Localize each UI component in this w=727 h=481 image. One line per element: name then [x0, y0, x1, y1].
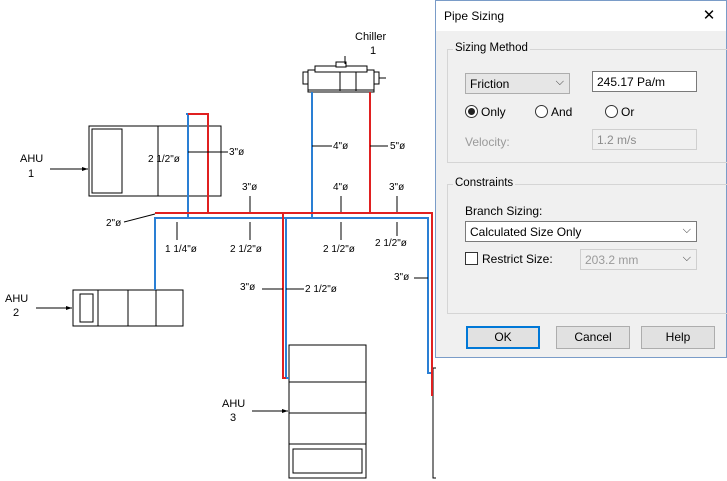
pipe-label: 3"ø [240, 282, 255, 293]
branch-sizing-combo[interactable]: Calculated Size Only ⌵ [465, 221, 697, 242]
sizing-method-combo[interactable]: Friction ⌵ [465, 73, 570, 94]
sizing-method-value: Friction [470, 77, 510, 91]
restrict-size-checkbox[interactable]: Restrict Size: [465, 251, 553, 267]
restrict-size-label: Restrict Size: [482, 252, 553, 266]
radio-or[interactable]: Or [605, 104, 634, 120]
radio-only[interactable]: Only [465, 104, 506, 120]
chiller-unit[interactable] [302, 61, 386, 93]
ahu-2-label: AHU [5, 293, 28, 305]
close-icon[interactable]: ✕ [702, 7, 716, 24]
chevron-down-icon: ⌵ [555, 76, 564, 88]
pipe-sizing-dialog: Pipe Sizing ✕ Sizing Method Friction ⌵ 2… [435, 0, 727, 358]
radio-or-label: Or [621, 105, 635, 119]
ahu-3-unit[interactable] [288, 344, 367, 479]
branch-sizing-label: Branch Sizing: [465, 204, 543, 218]
ahu-2-unit[interactable] [72, 289, 184, 327]
velocity-label: Velocity: [465, 135, 510, 149]
pipe-label: 4"ø [333, 141, 348, 152]
chevron-down-icon: ⌵ [682, 224, 691, 236]
ahu-3-label: AHU [222, 398, 245, 410]
pipe-label: 3"ø [394, 272, 409, 283]
ahu-1-unit[interactable] [88, 125, 222, 197]
pipe-label: 2 1/2"ø [148, 154, 180, 165]
radio-icon [605, 105, 618, 118]
sizing-method-group [447, 49, 727, 163]
restrict-size-combo[interactable]: 203.2 mm ⌵ [580, 249, 697, 270]
return-pipes [154, 92, 433, 378]
constraints-label: Constraints [453, 177, 516, 189]
pipe-label: 5"ø [390, 141, 405, 152]
ahu-2-number: 2 [13, 307, 19, 319]
pipe-label: 4"ø [333, 182, 348, 193]
checkbox-icon [465, 252, 478, 265]
dialog-titlebar[interactable]: Pipe Sizing ✕ [436, 1, 726, 31]
sizing-method-label: Sizing Method [453, 42, 530, 54]
restrict-size-value: 203.2 mm [585, 253, 639, 267]
pipe-label: 1 1/4"ø [165, 244, 197, 255]
chevron-down-icon: ⌵ [682, 252, 691, 264]
pipe-label: 3"ø [242, 182, 257, 193]
branch-sizing-value: Calculated Size Only [470, 225, 582, 239]
pipe-label: 3"ø [389, 182, 404, 193]
pipe-label: 2 1/2"ø [230, 244, 262, 255]
cancel-button[interactable]: Cancel [556, 326, 630, 349]
hvac-drawing: Chiller 1 AHU 1 AHU 2 AHU 3 [5, 31, 436, 479]
ahu-1-number: 1 [28, 168, 34, 180]
pipe-label: 2 1/2"ø [323, 244, 355, 255]
chiller-number: 1 [370, 45, 376, 57]
ahu-4-unit[interactable] [432, 367, 436, 479]
radio-and-label: And [551, 105, 573, 119]
pipe-label: 3"ø [229, 147, 244, 158]
radio-icon [535, 105, 548, 118]
radio-and[interactable]: And [535, 104, 572, 120]
ok-button[interactable]: OK [466, 326, 540, 349]
radio-selected-icon [465, 105, 478, 118]
friction-value-input[interactable]: 245.17 Pa/m [592, 71, 697, 92]
ahu-1-label: AHU [20, 153, 43, 165]
constraints-group [447, 184, 727, 314]
radio-only-label: Only [481, 105, 506, 119]
velocity-input[interactable]: 1.2 m/s [592, 129, 697, 150]
chiller-label: Chiller [355, 31, 387, 43]
help-button[interactable]: Help [641, 326, 715, 349]
pipe-label: 2 1/2"ø [305, 284, 337, 295]
dialog-title: Pipe Sizing [444, 9, 505, 23]
ahu-3-number: 3 [230, 412, 236, 424]
pipe-label: 2 1/2"ø [375, 238, 407, 249]
pipe-label: 2"ø [106, 218, 121, 229]
